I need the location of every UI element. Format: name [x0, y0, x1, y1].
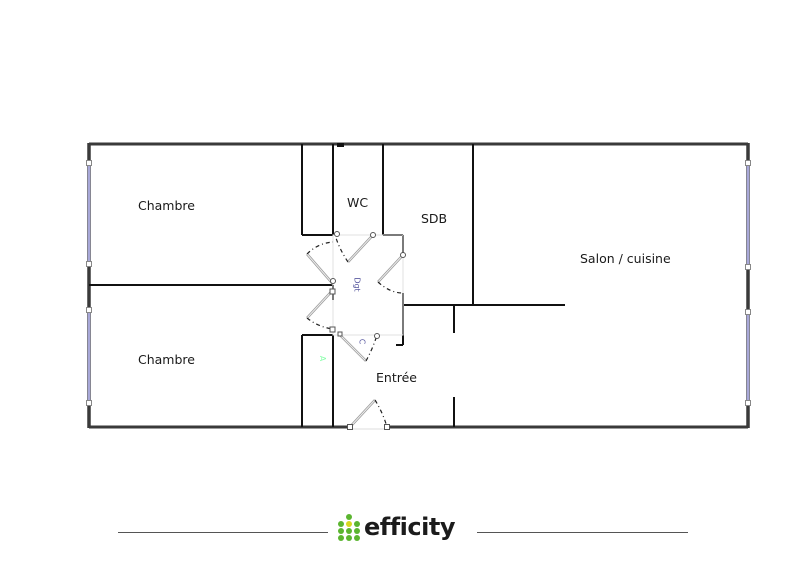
wall-tab — [337, 143, 344, 147]
room-label-chambre-2: Chambre — [138, 352, 195, 367]
room-label-salon-cuisine: Salon / cuisine — [580, 251, 671, 266]
mark-dgt: Dgt — [352, 277, 362, 292]
room-label-sdb: SDB — [421, 211, 448, 226]
doors — [306, 234, 404, 430]
logo-dots-icon — [338, 514, 360, 541]
mark-c: C — [357, 338, 367, 345]
door-hinges — [329, 231, 406, 430]
logo-text: efficity — [364, 513, 455, 541]
room-label-chambre-1: Chambre — [138, 198, 195, 213]
footer-line-left — [118, 532, 328, 533]
interior-walls — [89, 144, 565, 427]
efficity-logo: efficity — [338, 513, 455, 541]
room-label-entree: Entrée — [376, 370, 417, 385]
window-handles — [86, 160, 751, 406]
footer-line-right — [477, 532, 688, 533]
windows — [87, 163, 750, 403]
mark-a: A — [318, 355, 328, 362]
room-label-wc: WC — [347, 195, 369, 210]
